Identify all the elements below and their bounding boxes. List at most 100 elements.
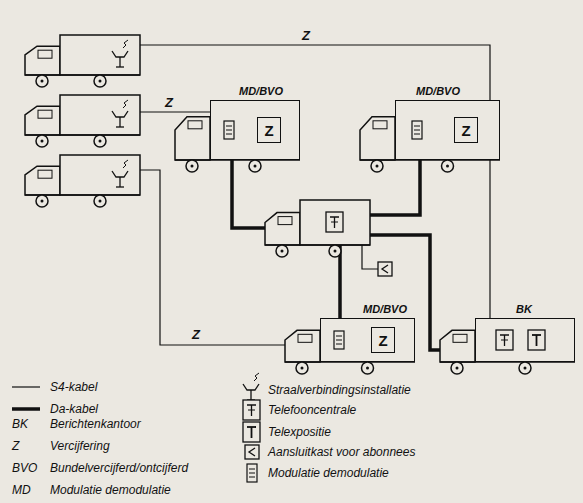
da-cable bbox=[370, 235, 440, 350]
wheel bbox=[249, 160, 261, 172]
wheel bbox=[94, 75, 106, 87]
cargo-box bbox=[60, 35, 140, 75]
antenna-dish bbox=[112, 111, 128, 117]
cipher-unit: Z bbox=[371, 327, 395, 353]
wheel-hub bbox=[301, 367, 304, 370]
radio-wave bbox=[123, 100, 128, 108]
cab-window bbox=[298, 334, 312, 342]
antenna-dish bbox=[112, 171, 128, 177]
cipher-label: Z bbox=[300, 28, 312, 43]
telephone-bar bbox=[501, 340, 508, 341]
cipher-unit: Z bbox=[454, 117, 478, 143]
da-cable bbox=[232, 160, 270, 228]
antenna-base bbox=[116, 126, 124, 127]
wheel bbox=[36, 75, 48, 87]
modem-line bbox=[414, 126, 420, 127]
modem-line bbox=[336, 336, 342, 337]
modem-symbol bbox=[247, 464, 257, 482]
wheel bbox=[94, 195, 106, 207]
wheel bbox=[296, 362, 308, 374]
legend-line-sample bbox=[12, 407, 40, 411]
s4-cable bbox=[489, 160, 490, 318]
modem-line bbox=[226, 130, 232, 131]
wheel-hub bbox=[99, 200, 102, 203]
modem-line bbox=[249, 477, 255, 478]
telex-stem bbox=[251, 427, 253, 438]
s4-cable bbox=[140, 170, 285, 345]
legend-text: Modulatie demodulatie bbox=[268, 466, 389, 480]
legend-abbreviation: BK bbox=[12, 417, 28, 431]
legend-text: Telexpositie bbox=[268, 425, 331, 439]
vehicle-cargo-box: MD/BVOZ bbox=[395, 100, 500, 160]
wheel-hub bbox=[99, 80, 102, 83]
cab-window bbox=[38, 170, 52, 178]
telephone-bar bbox=[331, 222, 338, 223]
vehicle-label: MD/BVO bbox=[239, 84, 283, 98]
wheel-hub bbox=[281, 250, 284, 253]
vehicle-cab bbox=[25, 106, 60, 135]
legend-text: Telefooncentrale bbox=[268, 403, 356, 417]
s4-cable bbox=[140, 45, 490, 100]
legend-text: Da-kabel bbox=[50, 402, 98, 416]
legend-line-sample bbox=[12, 386, 40, 387]
vehicle-cab bbox=[25, 46, 60, 75]
wheel bbox=[451, 362, 463, 374]
vehicle-cab bbox=[440, 330, 475, 362]
illustration bbox=[12, 35, 575, 482]
modem-line bbox=[414, 130, 420, 131]
legend-text: Berichtenkantoor bbox=[50, 417, 141, 431]
vehicle-cargo-box: MD/BVOZ bbox=[210, 100, 300, 160]
telephone-symbol bbox=[496, 330, 513, 350]
wheel-hub bbox=[446, 165, 449, 168]
wheel-hub bbox=[41, 140, 44, 143]
legend-text: S4-kabel bbox=[50, 380, 97, 394]
subscriber-mark bbox=[382, 265, 388, 273]
vehicle-cab bbox=[175, 117, 210, 160]
modem-line bbox=[226, 126, 232, 127]
wheel bbox=[442, 160, 454, 172]
cipher-label: Z bbox=[190, 327, 202, 342]
vehicle-label: MD/BVO bbox=[363, 302, 407, 316]
telephone-bar bbox=[248, 410, 255, 411]
antenna-mast bbox=[119, 117, 120, 127]
wheel-hub bbox=[524, 367, 527, 370]
legend-text: Straalverbindingsinstallatie bbox=[268, 383, 411, 397]
modem-symbol bbox=[412, 121, 422, 139]
modem-symbol bbox=[334, 331, 344, 349]
antenna-mast bbox=[119, 57, 120, 67]
cargo-box bbox=[60, 155, 140, 195]
da-cable bbox=[370, 160, 420, 215]
legend-text: Modulatie demodulatie bbox=[50, 483, 171, 497]
antenna-mast bbox=[119, 177, 120, 187]
modem-line bbox=[249, 469, 255, 470]
radio-wave bbox=[254, 373, 259, 381]
legend-text: Bundelvercijferd/ontcijferd bbox=[50, 461, 188, 475]
wheel bbox=[519, 362, 531, 374]
legend-abbreviation: MD bbox=[12, 483, 31, 497]
cargo-box bbox=[300, 200, 370, 245]
antenna-dish bbox=[243, 384, 259, 390]
telex-symbol bbox=[528, 330, 545, 350]
cipher-unit: Z bbox=[257, 117, 281, 143]
antenna-base bbox=[116, 186, 124, 187]
wheel-hub bbox=[456, 367, 459, 370]
cipher-letter: Z bbox=[378, 332, 387, 349]
connectors bbox=[490, 160, 491, 318]
subscriber-box bbox=[245, 445, 259, 459]
subscriber-mark bbox=[249, 448, 255, 456]
radio-wave bbox=[123, 160, 128, 168]
cipher-label: Z bbox=[163, 95, 175, 110]
legend-abbreviation: Z bbox=[12, 439, 19, 453]
wheel-hub bbox=[334, 250, 337, 253]
telephone-symbol bbox=[326, 212, 343, 232]
modem-line bbox=[336, 340, 342, 341]
cipher-letter: Z bbox=[461, 122, 470, 139]
telephone-symbol bbox=[243, 400, 260, 420]
wheel bbox=[362, 362, 374, 374]
cab-window bbox=[278, 217, 292, 225]
wheel-hub bbox=[254, 165, 257, 168]
vehicle-label: MD/BVO bbox=[416, 84, 460, 98]
modem-line bbox=[336, 344, 342, 345]
wheel-hub bbox=[376, 165, 379, 168]
